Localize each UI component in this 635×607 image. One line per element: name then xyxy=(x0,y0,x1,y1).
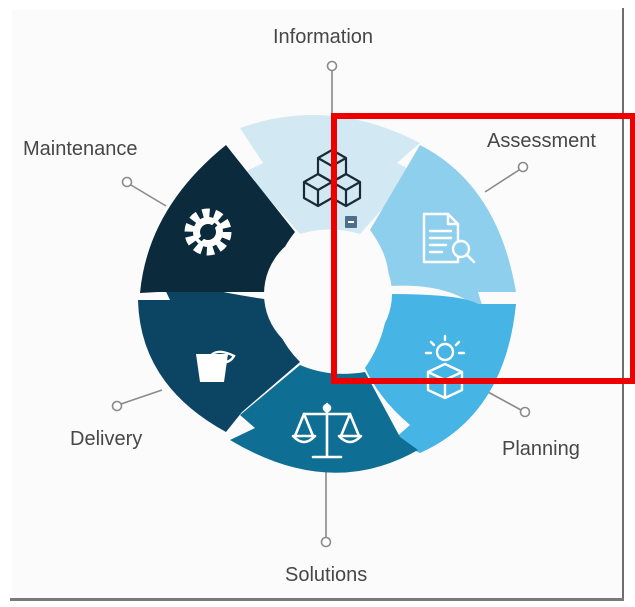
connector-planning xyxy=(487,391,522,411)
card-edge-bottom xyxy=(10,598,624,601)
connector-delivery xyxy=(120,389,163,405)
label-solutions: Solutions xyxy=(285,564,368,586)
label-planning: Planning xyxy=(502,438,580,460)
connector-dot-planning xyxy=(519,406,531,418)
connector-dot-maintenance xyxy=(121,176,133,188)
selection-highlight-tick xyxy=(630,239,635,242)
selection-highlight-box xyxy=(331,113,635,384)
collapse-handle[interactable] xyxy=(345,216,357,228)
label-delivery: Delivery xyxy=(70,428,143,450)
connector-assessment xyxy=(484,169,520,193)
connector-dot-solutions xyxy=(320,536,332,548)
document-search-icon xyxy=(422,212,476,264)
label-maintenance: Maintenance xyxy=(23,138,138,160)
segment-delivery xyxy=(138,275,300,432)
label-assessment: Assessment xyxy=(487,130,596,152)
ring-hub xyxy=(264,230,392,358)
gear-wrench-icon xyxy=(184,208,232,256)
connector-dot-information xyxy=(326,60,338,72)
connectors xyxy=(111,60,531,548)
segment-information xyxy=(240,115,420,234)
connector-dot-assessment xyxy=(517,161,529,173)
label-information: Information xyxy=(273,26,374,48)
balance-scale-icon xyxy=(291,402,363,459)
connector-maintenance xyxy=(130,184,167,207)
card-edge-right xyxy=(622,8,624,600)
segment-planning xyxy=(365,294,516,453)
bucket-icon xyxy=(196,350,236,382)
segment-solutions xyxy=(230,365,418,473)
connector-dot-delivery xyxy=(111,400,123,412)
